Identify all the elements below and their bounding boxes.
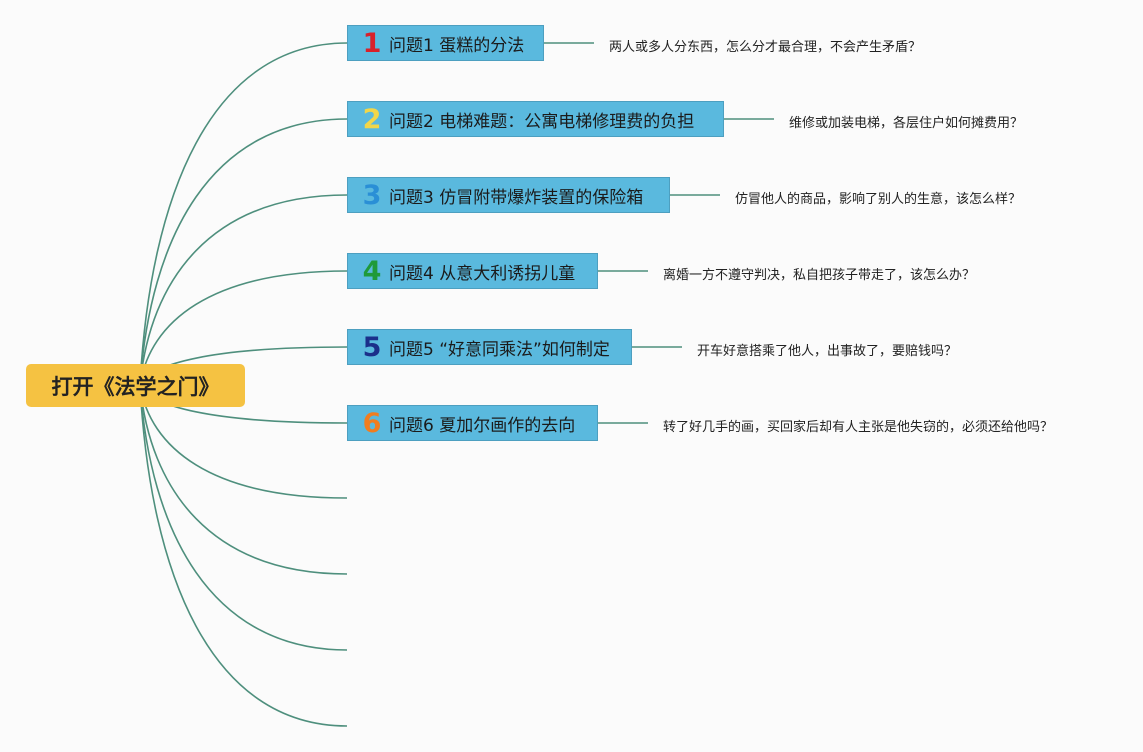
- topic-number-6: 6: [362, 407, 382, 439]
- topic-label-6: 问题6 夏加尔画作的去向: [389, 415, 576, 436]
- topic-description-2: 维修或加装电梯，各层住户如何摊费用？: [789, 116, 1024, 131]
- topic-number-2: 2: [362, 103, 382, 135]
- branch-connector: [139, 384, 348, 499]
- branch-connector: [139, 118, 348, 386]
- root-topic[interactable]: 打开《法学之门》: [26, 364, 245, 407]
- topic-description-4: 离婚一方不遵守判决，私自把孩子带走了，该怎么办？: [663, 268, 976, 283]
- topic-node-2[interactable]: 2 问题2 电梯难题：公寓电梯修理费的负担: [347, 101, 724, 137]
- topic-node-6[interactable]: 6 问题6 夏加尔画作的去向: [347, 405, 598, 441]
- topic-number-4: 4: [362, 255, 382, 287]
- topic-node-1[interactable]: 1 问题1 蛋糕的分法: [347, 25, 544, 61]
- topic-node-3[interactable]: 3 问题3 仿冒附带爆炸装置的保险箱: [347, 177, 670, 213]
- topic-number-3: 3: [362, 179, 382, 211]
- branch-connector: [139, 194, 348, 386]
- topic-number-1: 1: [362, 27, 382, 59]
- topic-label-4: 问题4 从意大利诱拐儿童: [389, 263, 576, 284]
- topic-node-4[interactable]: 4 问题4 从意大利诱拐儿童: [347, 253, 598, 289]
- topic-node-5[interactable]: 5 问题5 “好意同乘法”如何制定: [347, 329, 632, 365]
- branch-connector: [139, 42, 348, 386]
- topic-description-6: 转了好几手的画，买回家后却有人主张是他失窃的，必须还给他吗？: [663, 420, 1054, 435]
- topic-number-5: 5: [362, 331, 382, 363]
- topic-description-1: 两人或多人分东西，怎么分才最合理，不会产生矛盾？: [609, 40, 922, 55]
- topic-label-3: 问题3 仿冒附带爆炸装置的保险箱: [389, 187, 644, 208]
- branch-connector: [139, 384, 348, 575]
- topic-description-5: 开车好意搭乘了他人，出事故了，要赔钱吗？: [697, 344, 958, 359]
- root-topic-label: 打开《法学之门》: [51, 374, 220, 399]
- branch-connector: [139, 384, 348, 727]
- topic-label-2: 问题2 电梯难题：公寓电梯修理费的负担: [389, 111, 695, 132]
- topic-label-1: 问题1 蛋糕的分法: [389, 35, 525, 56]
- topic-label-5: 问题5 “好意同乘法”如何制定: [389, 339, 610, 360]
- topic-description-3: 仿冒他人的商品，影响了别人的生意，该怎么样？: [735, 192, 1022, 207]
- branch-connector: [139, 384, 348, 651]
- branch-connector: [139, 270, 348, 386]
